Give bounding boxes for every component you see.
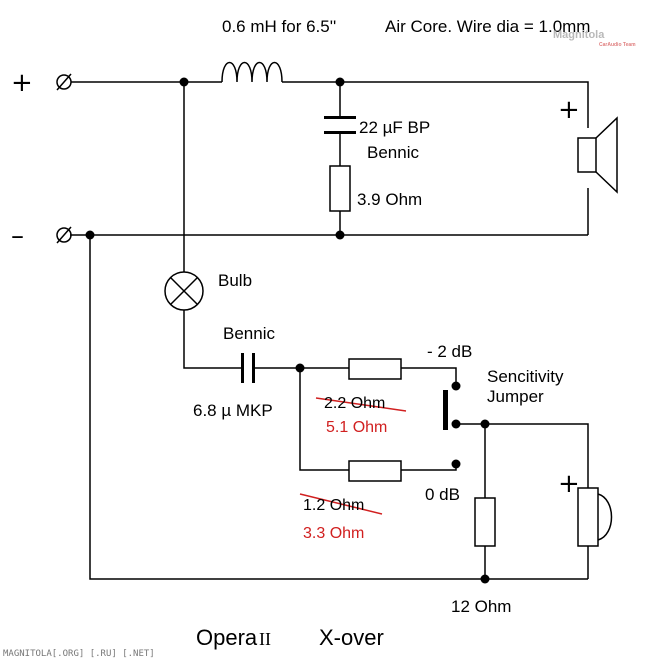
cap-6-8-label: 6.8 µ MKP: [193, 401, 273, 420]
watermark-subtext: CarAudio Team: [599, 42, 636, 48]
resistor-upper-symbol: [348, 358, 402, 380]
wires: [70, 81, 589, 580]
junction-dots: [85, 77, 490, 584]
res-3-9-ohm-label: 3.9 Ohm: [357, 190, 422, 209]
resistor-lower-symbol: [348, 460, 402, 482]
zero-db-label: 0 dB: [425, 485, 460, 504]
watermark-logo: Magnitola CarAudio Team: [553, 29, 636, 48]
cap-22uf-label: 22 µF BP: [359, 118, 430, 137]
inductor-label: 0.6 mH for 6.5'': [222, 17, 336, 36]
cap-6-8-brand-label: Bennic: [223, 324, 275, 343]
resistor-3-9-ohm-symbol: [329, 165, 351, 212]
jumper-label-line1: Sencitivity: [487, 367, 564, 386]
input-minus-sign: –: [11, 221, 24, 251]
capacitor-22uf-symbol: [324, 116, 356, 134]
input-terminal-plus: [56, 73, 72, 91]
watermark-text: Magnitola: [553, 29, 605, 41]
input-terminal-minus: [56, 226, 72, 244]
tweeter-speaker-symbol: [577, 487, 613, 547]
bulb-symbol: [164, 271, 204, 311]
bulb-label: Bulb: [218, 271, 252, 290]
air-core-label: Air Core. Wire dia = 1.0mm: [385, 17, 590, 36]
res-12-ohm-label: 12 Ohm: [451, 597, 511, 616]
woofer-plus-sign: +: [558, 95, 580, 125]
diagram-title-rest: X-over: [319, 625, 384, 650]
res-lower-old-value: 1.2 Ohm: [303, 497, 364, 514]
capacitor-6-8uf-symbol: [241, 353, 255, 383]
woofer-speaker-symbol: [577, 116, 618, 194]
strike-2-2-ohm: [315, 397, 407, 412]
inductor-symbol: [221, 61, 283, 83]
input-plus-sign: +: [11, 68, 33, 98]
jumper-label-line2: Jumper: [487, 387, 544, 406]
footer-credit: MAGNITOLA[.ORG] [.RU] [.NET]: [3, 649, 155, 659]
res-upper-new-value: 5.1 Ohm: [326, 419, 387, 436]
strike-1-2-ohm: [299, 493, 383, 515]
res-lower-new-value: 3.3 Ohm: [303, 525, 364, 542]
diagram-title-roman: II: [259, 629, 271, 649]
diagram-title-word: Opera: [196, 625, 258, 650]
resistor-12-ohm-symbol: [474, 497, 496, 547]
cap-22uf-brand-label: Bennic: [367, 143, 419, 162]
res-upper-old-value: 2.2 Ohm: [324, 395, 385, 412]
tweeter-plus-sign: +: [558, 469, 580, 499]
sensitivity-jumper-bar: [443, 390, 448, 430]
minus-2db-label: - 2 dB: [427, 342, 472, 361]
